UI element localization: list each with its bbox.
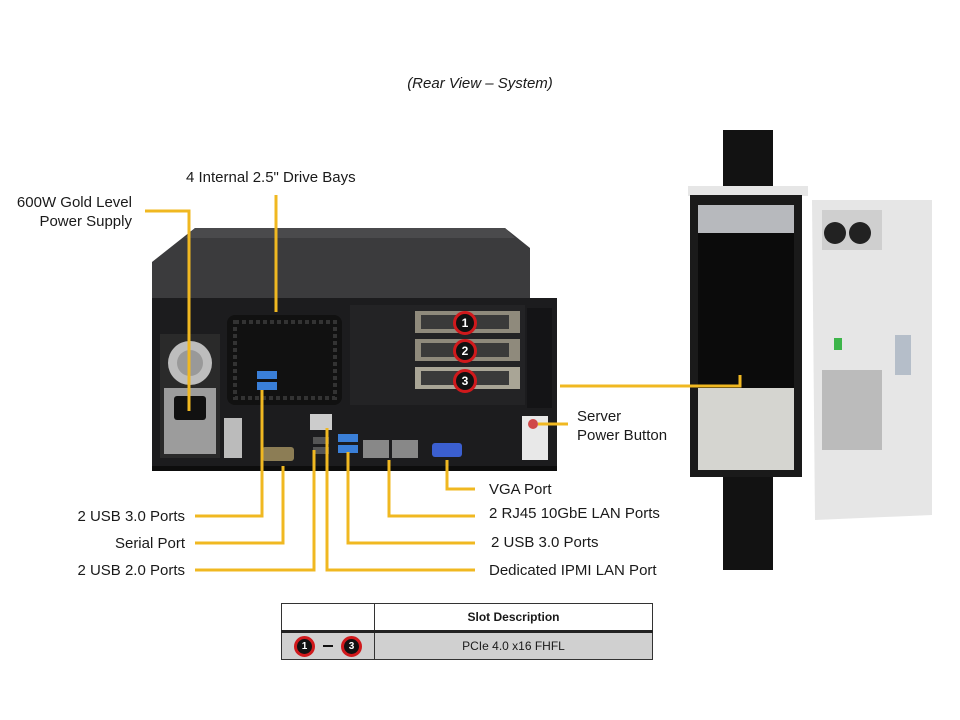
callout-lan10g: 2 RJ45 10GbE LAN Ports [489,505,660,522]
callout-drive-bays: 4 Internal 2.5" Drive Bays [186,169,356,186]
usb20-port-icon [313,437,329,444]
callout-power-supply: 600W Gold Level Power Supply [17,193,132,231]
lan10g-port-2-icon [392,440,418,458]
door-fan-2-icon [849,222,871,244]
door-fan-1-icon [824,222,846,244]
lan10g-port-1-icon [363,440,389,458]
power-button-icon [528,419,538,429]
ipmi-lan-port-icon [310,414,332,430]
callout-usb30-right: 2 USB 3.0 Ports [491,534,599,551]
range-dash [323,645,333,647]
table-header-row: Slot Description [281,603,653,633]
callout-power-button-line2: Power Button [577,427,668,444]
callout-usb20: 2 USB 2.0 Ports [77,562,185,579]
callout-power-supply-line1: 600W Gold Level [16,194,132,211]
slot-marker-2: 2 [453,339,477,363]
ground-bracket [224,418,242,458]
callout-power-button: Server Power Button [577,407,667,445]
drive-bay-vent [227,315,342,405]
table-cell-description: PCIe 4.0 x16 FHFL [374,631,653,660]
table-header-description: Slot Description [374,603,653,633]
leader-lines [145,195,742,572]
callout-ipmi-lan: Dedicated IPMI LAN Port [489,562,657,579]
door-heat-exchanger [822,370,882,450]
callout-power-button-line1: Server [577,408,622,425]
figure-caption: (Rear View – System) [407,75,553,92]
slot-range-end-badge: 3 [341,635,362,657]
door-handle [895,335,911,375]
slot-range-start-badge: 1 [294,635,315,657]
vga-port-icon [432,443,462,457]
callout-power-supply-line2: Power Supply [39,213,132,230]
usb30-right-port [338,434,358,442]
serial-port-icon [262,447,294,461]
table-header-slot [281,603,375,633]
callout-usb30-left: 2 USB 3.0 Ports [77,508,185,525]
chassis-top [152,228,530,300]
usb30-left-port [257,371,277,379]
slot-marker-3: 3 [453,369,477,393]
callout-serial-port: Serial Port [114,535,185,552]
slot-marker-1: 1 [453,311,477,335]
callout-vga: VGA Port [489,481,552,498]
